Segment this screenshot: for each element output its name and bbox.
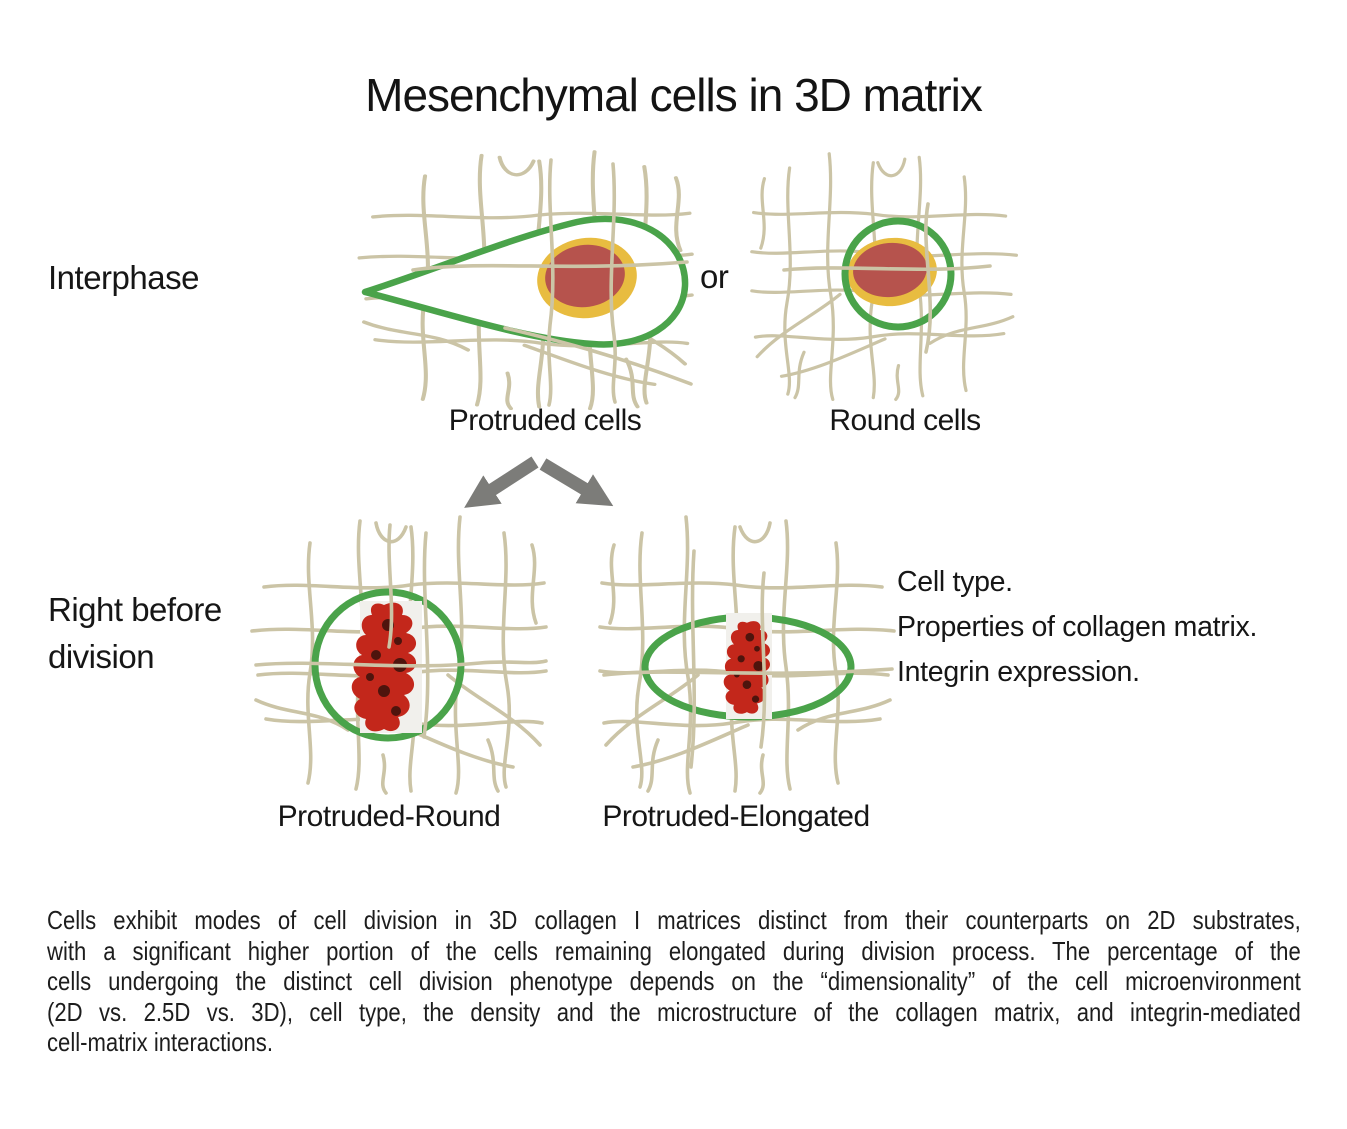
interphase-label: Interphase (48, 259, 199, 296)
nucleus (545, 244, 625, 308)
factor-collagen-matrix: Properties of collagen matrix. (897, 611, 1258, 643)
round-cell-illustration (750, 152, 1019, 402)
or-label: or (700, 258, 729, 295)
protruded-round-illustration (250, 515, 548, 795)
caption-line: cells undergoing the distinct cell divis… (47, 966, 1301, 996)
overlay-fibers (411, 158, 693, 407)
caption-line: Cells exhibit modes of cell division in … (47, 905, 1301, 935)
factor-cell-type: Cell type. (897, 566, 1013, 598)
caption-line: with a significant higher portion of the… (47, 935, 1301, 966)
overlay-fibers (602, 549, 894, 769)
determining-factors-list: Cell type. Properties of collagen matrix… (897, 560, 1257, 695)
arrow-down-right-icon (539, 458, 614, 507)
overlay-fibers (782, 202, 992, 354)
protruded-cells-caption: Protruded cells (448, 404, 642, 437)
round-cells-caption: Round cells (829, 404, 981, 437)
arrow-down-left-icon (464, 456, 539, 508)
right-before-division-label: Right before division (48, 591, 222, 675)
factor-integrin-expression: Integrin expression. (897, 656, 1140, 688)
cell-outline (361, 215, 689, 348)
branch-arrows (464, 456, 614, 508)
caption-line: (2D vs. 2.5D vs. 3D), cell type, the den… (47, 996, 1301, 1027)
protruded-cell-illustration (355, 150, 695, 410)
protruded-round-caption: Protruded-Round (277, 800, 501, 833)
figure-title: Mesenchymal cells in 3D matrix (365, 69, 983, 121)
caption-line: cell-matrix interactions. (47, 1027, 273, 1057)
protruded-elongated-caption: Protruded-Elongated (602, 800, 870, 833)
cell-outline (841, 217, 955, 331)
figure-caption-paragraph: Cells exhibit modes of cell division in … (47, 905, 1301, 1058)
overlay-fibers (254, 523, 548, 739)
protruded-elongated-illustration (598, 515, 896, 795)
